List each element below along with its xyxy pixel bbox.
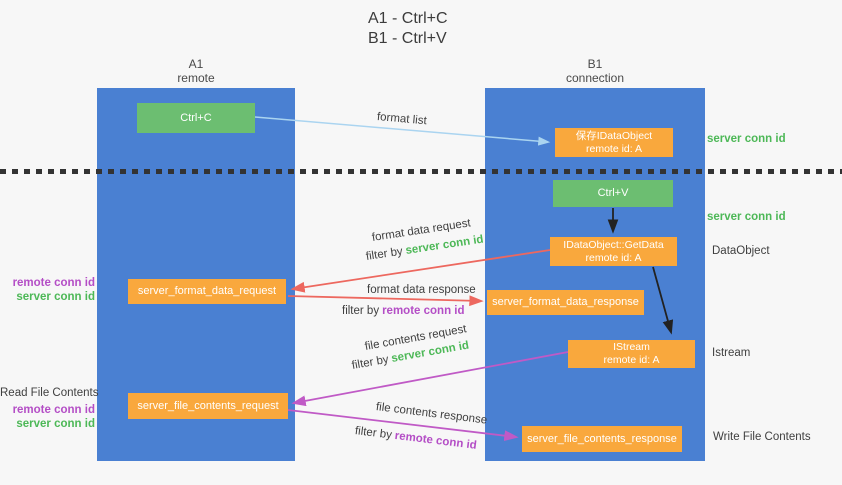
node-istream-line2: remote id: A bbox=[603, 354, 660, 366]
diagram-title: A1 - Ctrl+C B1 - Ctrl+V bbox=[368, 9, 448, 49]
filter-by-prefix: filter by bbox=[350, 353, 390, 372]
node-idataobject-getdata: IDataObject::GetData remote id: A bbox=[550, 237, 677, 266]
annotation-remote-conn-id-left-bottom: remote conn id bbox=[12, 404, 95, 416]
annotation-server-conn-id-right-mid: server conn id bbox=[707, 211, 786, 223]
remote-conn-id-highlight: remote conn id bbox=[382, 305, 465, 317]
node-server-file-contents-request: server_file_contents_request bbox=[128, 393, 288, 419]
node-server-file-contents-response-label: server_file_contents_response bbox=[527, 432, 677, 445]
lifeline-b1-name: B1 bbox=[587, 57, 603, 71]
edge-label-format-list: format list bbox=[376, 111, 428, 128]
node-server-file-contents-response: server_file_contents_response bbox=[522, 426, 682, 452]
annotation-server-conn-id-right-top: server conn id bbox=[707, 133, 786, 145]
node-ctrl-v-label: Ctrl+V bbox=[597, 187, 629, 199]
phase-separator-dotted-line bbox=[0, 169, 842, 174]
node-server-file-contents-request-label: server_file_contents_request bbox=[137, 399, 279, 412]
edge-label-file-contents-response: file contents response bbox=[375, 401, 488, 427]
arrow-format-data-response bbox=[287, 295, 484, 307]
node-server-format-data-response-label: server_format_data_response bbox=[492, 296, 639, 308]
annotation-write-file-contents: Write File Contents bbox=[713, 431, 811, 443]
title-line-a1: A1 - Ctrl+C bbox=[368, 10, 448, 27]
filter-by-prefix: filter by bbox=[354, 425, 393, 442]
lifeline-header-a1: A1 remote bbox=[97, 57, 295, 85]
remote-conn-id-highlight: remote conn id bbox=[394, 429, 478, 452]
annotation-server-conn-id-left-top: server conn id bbox=[16, 291, 95, 303]
filter-by-prefix: filter by bbox=[342, 305, 380, 317]
title-line-b1: B1 - Ctrl+V bbox=[368, 30, 447, 47]
node-istream-line1: IStream bbox=[613, 341, 650, 353]
node-server-format-data-request: server_format_data_request bbox=[128, 279, 286, 304]
edge-label-format-data-response: format data response bbox=[367, 284, 476, 296]
lifeline-a1-subtitle: remote bbox=[177, 71, 215, 85]
lifeline-header-b1: B1 connection bbox=[485, 57, 705, 85]
node-server-format-data-request-label: server_format_data_request bbox=[137, 285, 277, 297]
lifeline-b1-subtitle: connection bbox=[565, 71, 625, 85]
annotation-istream: Istream bbox=[712, 347, 751, 359]
node-ctrl-v: Ctrl+V bbox=[553, 180, 673, 207]
annotation-remote-conn-id-left-top: remote conn id bbox=[12, 277, 95, 289]
node-save-idataobject-line2: remote id: A bbox=[585, 142, 643, 155]
lifeline-a1-name: A1 bbox=[188, 57, 204, 71]
annotation-server-conn-id-left-bottom: server conn id bbox=[16, 418, 95, 430]
annotation-read-file-contents: Read File Contents bbox=[0, 387, 99, 399]
node-idataobject-getdata-line1: IDataObject::GetData bbox=[563, 238, 664, 251]
node-idataobject-getdata-line2: remote id: A bbox=[585, 251, 642, 264]
node-save-idataobject: 保存IDataObject remote id: A bbox=[555, 128, 673, 157]
annotation-dataobject: DataObject bbox=[712, 245, 770, 257]
node-istream: IStream remote id: A bbox=[568, 340, 695, 368]
filter-by-prefix: filter by bbox=[365, 245, 404, 263]
node-save-idataobject-line1: 保存IDataObject bbox=[575, 129, 653, 142]
node-ctrl-c-label: Ctrl+C bbox=[180, 111, 212, 124]
node-server-format-data-response: server_format_data_response bbox=[487, 290, 644, 315]
node-ctrl-c: Ctrl+C bbox=[137, 103, 255, 133]
